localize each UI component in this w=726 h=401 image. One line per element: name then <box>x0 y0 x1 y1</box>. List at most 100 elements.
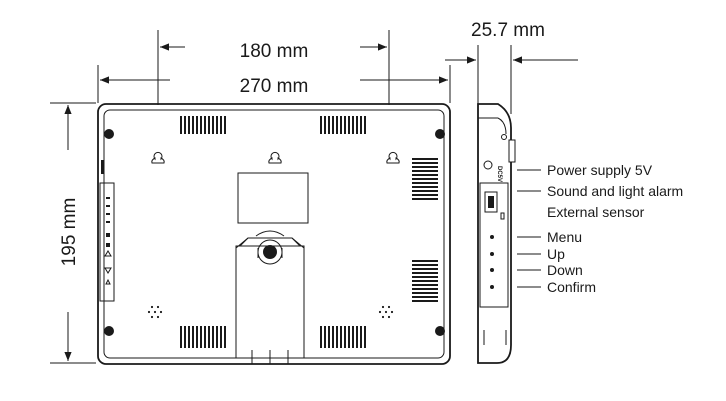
vent-slot <box>196 116 198 134</box>
vent-slot <box>344 116 346 134</box>
vent-slot <box>212 326 214 348</box>
vent-slot <box>220 116 222 134</box>
vent-slot <box>352 116 354 134</box>
vent-slot <box>412 182 438 184</box>
vent-slot <box>412 260 438 262</box>
vent-slot <box>412 288 438 290</box>
vent-slot <box>412 264 438 266</box>
vent-slot <box>216 326 218 348</box>
vent-slot <box>224 326 226 348</box>
vent-slot <box>412 272 438 274</box>
vent-slot <box>324 116 326 134</box>
vent-slot <box>336 116 338 134</box>
vent-slot <box>360 326 362 348</box>
speaker-hole <box>147 310 151 314</box>
vent-slot <box>188 116 190 134</box>
vent-slot <box>184 326 186 348</box>
speaker-hole <box>159 310 163 314</box>
vent-slot <box>340 326 342 348</box>
dimension-25-7mm: 25.7 mm <box>445 20 578 114</box>
callout-alarm-label: Sound and light alarm <box>547 183 683 199</box>
vent-slot <box>192 116 194 134</box>
port-label: DC5V <box>496 166 502 182</box>
callout-down: Down <box>517 262 583 278</box>
vent-slot <box>412 162 438 164</box>
vent-slot <box>220 326 222 348</box>
speaker-hole <box>381 305 385 309</box>
vent-slot <box>348 326 350 348</box>
callouts: Power supply 5V Sound and light alarm Ex… <box>517 162 683 295</box>
vent-slot <box>208 116 210 134</box>
callout-up: Up <box>517 246 565 262</box>
vent-slot <box>204 326 206 348</box>
vent-slot <box>212 116 214 134</box>
vent-slot <box>412 166 438 168</box>
callout-down-label: Down <box>547 262 583 278</box>
dimension-180-label: 180 mm <box>240 41 309 62</box>
vent-slot <box>360 116 362 134</box>
vent-slot <box>332 326 334 348</box>
vent-grille-icon <box>180 116 438 348</box>
speaker-hole <box>156 305 160 309</box>
back-view <box>97 103 451 365</box>
stand <box>235 230 305 364</box>
vent-slot <box>364 116 366 134</box>
speaker-hole <box>384 310 388 314</box>
vent-slot <box>208 326 210 348</box>
vent-slot <box>412 280 438 282</box>
vent-slot <box>336 326 338 348</box>
vent-slot <box>324 326 326 348</box>
speaker-hole <box>387 305 391 309</box>
vent-slot <box>412 178 438 180</box>
callout-alarm: Sound and light alarm <box>517 183 683 199</box>
speaker-hole <box>150 305 154 309</box>
vent-slot <box>320 116 322 134</box>
speaker-holes-icon <box>147 305 394 319</box>
vent-slot <box>348 116 350 134</box>
vent-slot <box>412 158 438 160</box>
vent-slot <box>200 116 202 134</box>
callout-sensor-label: External sensor <box>547 204 645 220</box>
speaker-hole <box>390 310 394 314</box>
vent-slot <box>412 170 438 172</box>
vent-slot <box>412 174 438 176</box>
callout-confirm-label: Confirm <box>547 279 596 295</box>
vent-slot <box>196 326 198 348</box>
vent-slot <box>320 326 322 348</box>
vent-slot <box>340 116 342 134</box>
keyhole-icon <box>151 151 400 164</box>
speaker-hole <box>153 310 157 314</box>
vent-slot <box>200 326 202 348</box>
vent-slot <box>364 326 366 348</box>
callout-menu-label: Menu <box>547 229 582 245</box>
vent-slot <box>412 194 438 196</box>
vent-slot <box>356 326 358 348</box>
vent-slot <box>192 326 194 348</box>
vent-slot <box>356 116 358 134</box>
callout-power: Power supply 5V <box>517 162 653 178</box>
vent-slot <box>184 116 186 134</box>
vent-slot <box>180 116 182 134</box>
vent-slot <box>216 116 218 134</box>
vent-slot <box>224 116 226 134</box>
speaker-hole <box>387 315 391 319</box>
vent-slot <box>180 326 182 348</box>
vent-slot <box>332 116 334 134</box>
dimension-270-label: 270 mm <box>240 76 309 97</box>
vent-slot <box>412 268 438 270</box>
dimension-180mm: 180 mm <box>157 30 390 105</box>
vent-slot <box>204 116 206 134</box>
side-view: DC5V <box>477 103 516 364</box>
vent-slot <box>344 326 346 348</box>
vent-slot <box>412 284 438 286</box>
dimension-195mm: 195 mm <box>50 102 96 364</box>
vent-slot <box>412 198 438 200</box>
callout-confirm: Confirm <box>517 279 596 295</box>
vent-slot <box>412 296 438 298</box>
speaker-hole <box>156 315 160 319</box>
vent-slot <box>412 300 438 302</box>
vent-slot <box>412 292 438 294</box>
vent-slot <box>328 326 330 348</box>
vent-slot <box>412 276 438 278</box>
